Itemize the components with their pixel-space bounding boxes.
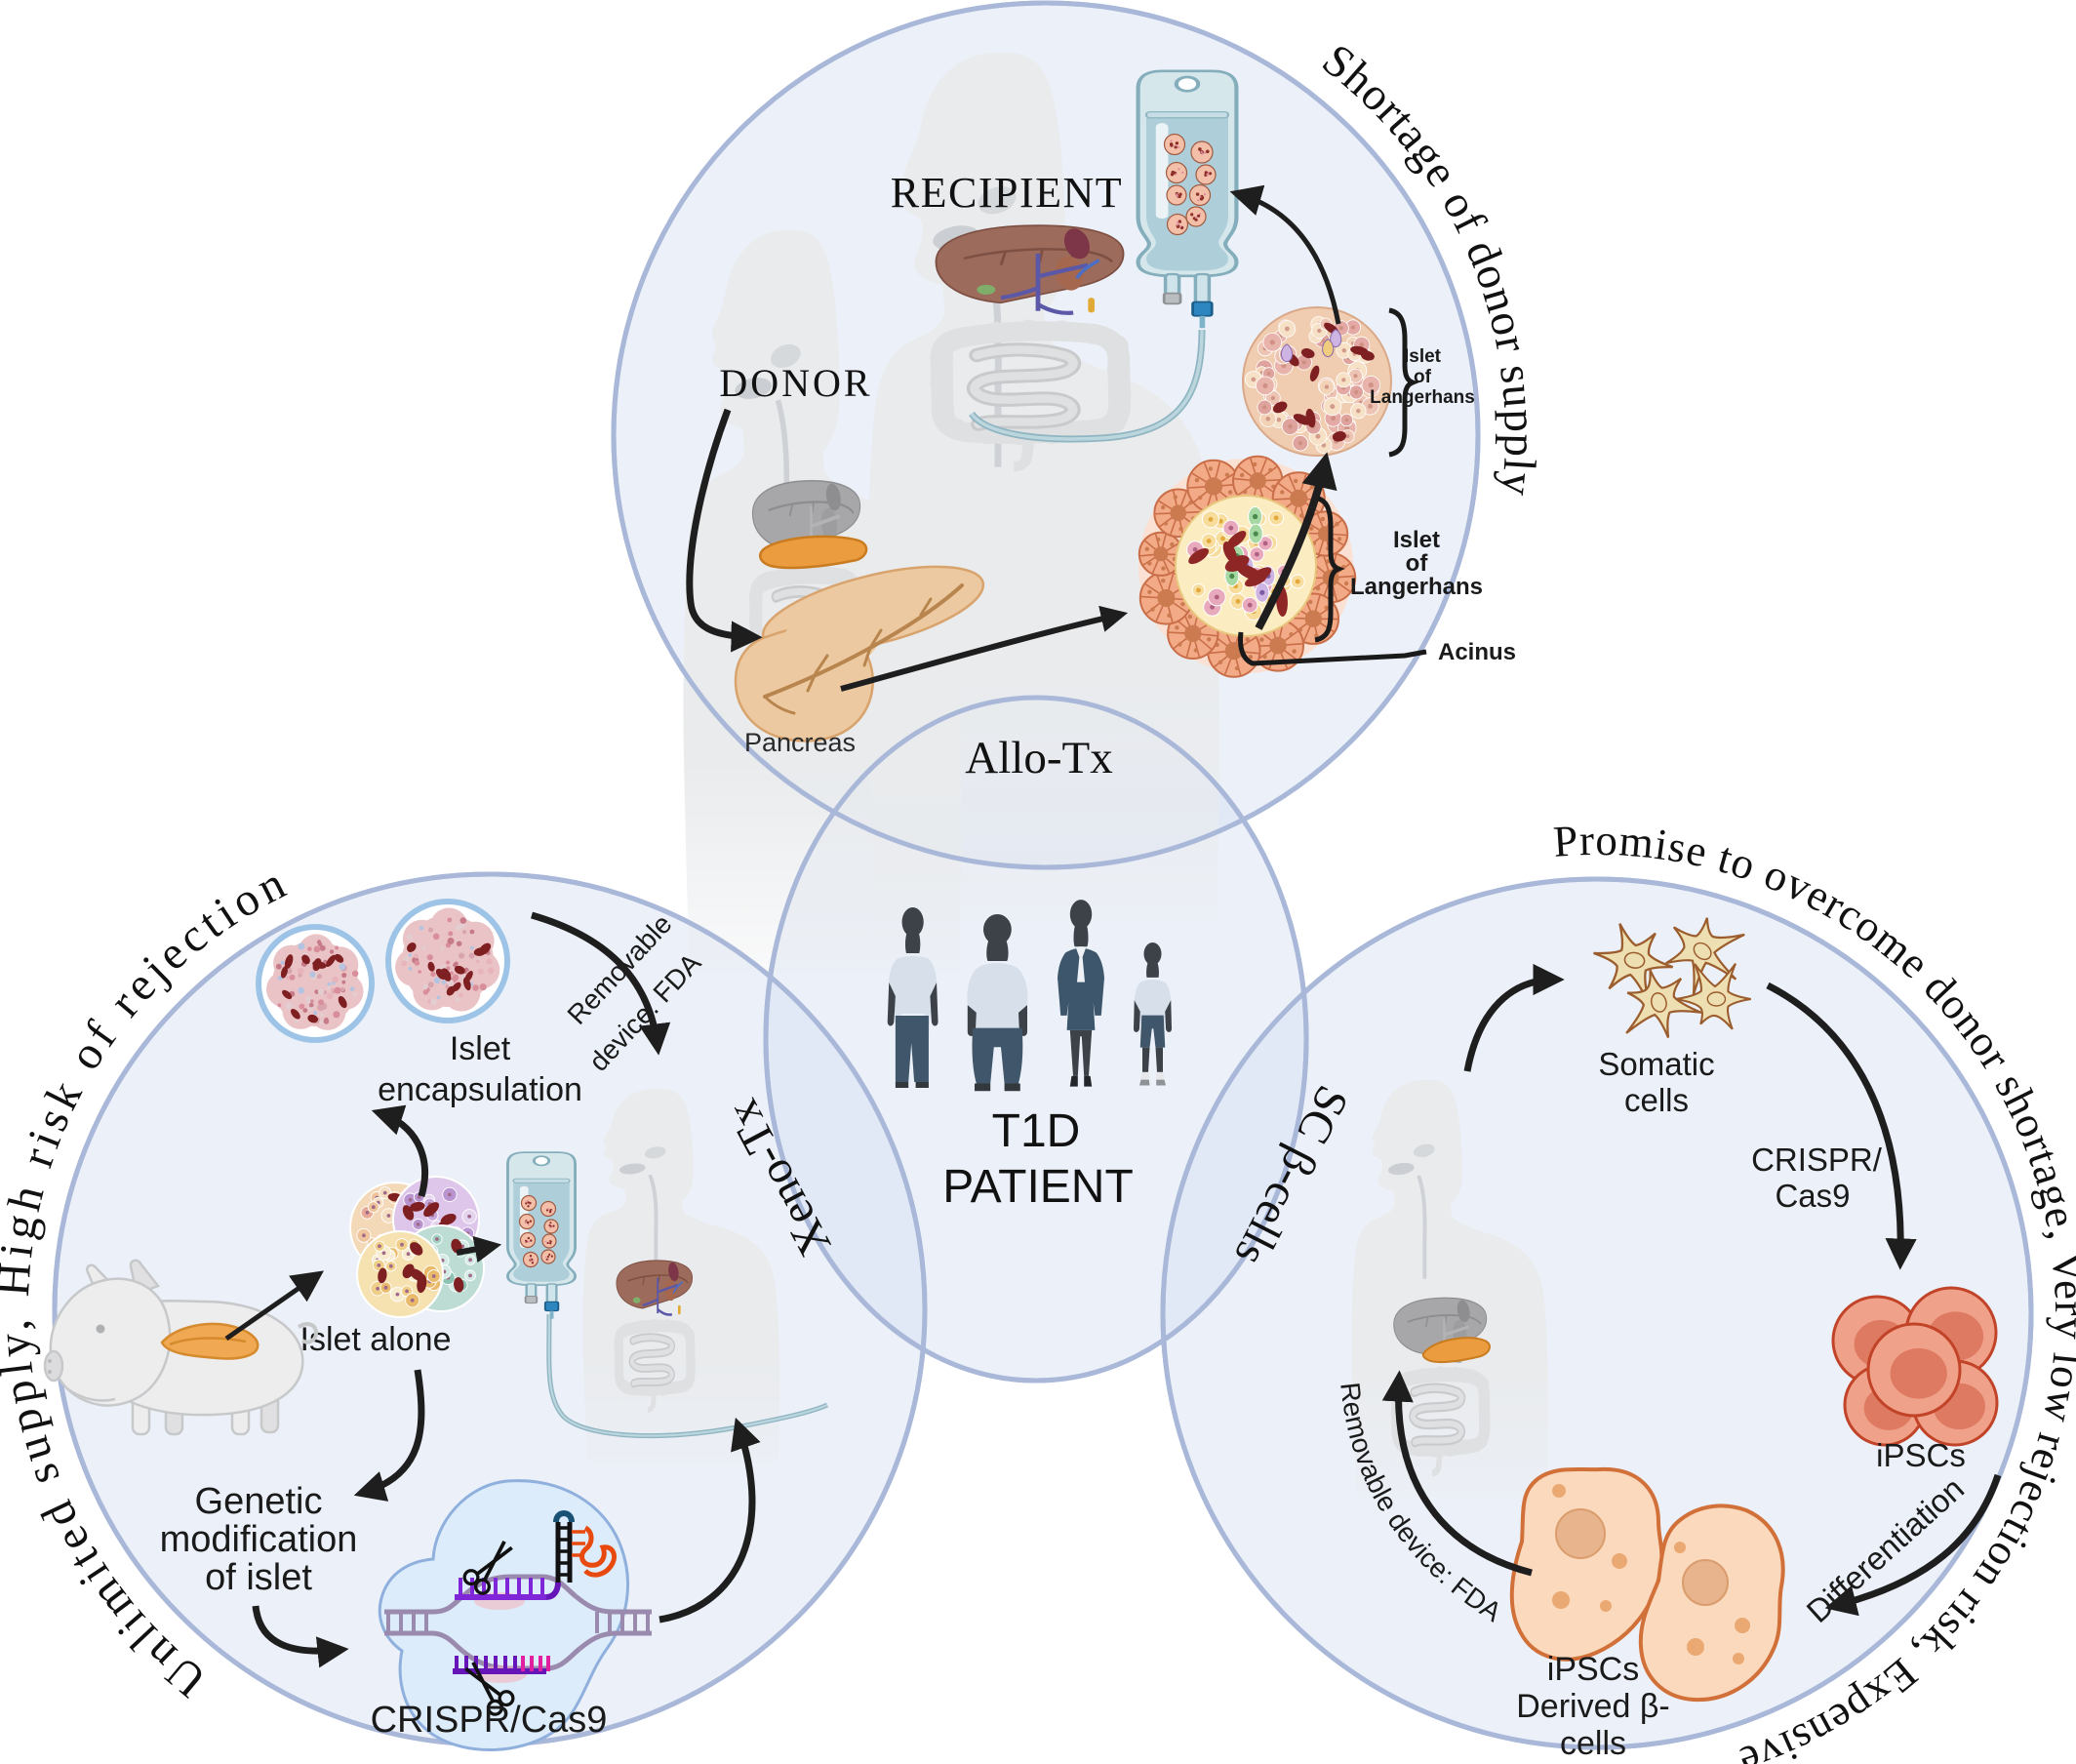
svg-text:Islet: Islet bbox=[450, 1030, 511, 1067]
svg-text:cells: cells bbox=[1560, 1725, 1626, 1762]
svg-text:Allo-Tx: Allo-Tx bbox=[965, 733, 1112, 783]
svg-text:of islet: of islet bbox=[205, 1557, 312, 1598]
svg-text:CRISPR/: CRISPR/ bbox=[1751, 1142, 1883, 1178]
svg-text:of: of bbox=[1406, 550, 1429, 577]
svg-text:Langerhans: Langerhans bbox=[1370, 387, 1475, 408]
svg-text:RECIPIENT: RECIPIENT bbox=[891, 169, 1123, 217]
svg-text:cells: cells bbox=[1624, 1082, 1689, 1118]
svg-text:DONOR: DONOR bbox=[719, 361, 872, 405]
svg-text:Somatic: Somatic bbox=[1598, 1046, 1714, 1082]
svg-text:Langerhans: Langerhans bbox=[1350, 574, 1483, 600]
svg-text:T1D: T1D bbox=[992, 1105, 1081, 1157]
svg-text:modification: modification bbox=[160, 1519, 358, 1560]
svg-text:Genetic: Genetic bbox=[195, 1481, 323, 1522]
svg-text:Islet: Islet bbox=[1393, 527, 1440, 553]
svg-text:iPSCs: iPSCs bbox=[1547, 1651, 1639, 1688]
svg-text:Pancreas: Pancreas bbox=[744, 728, 856, 757]
svg-text:Islet: Islet bbox=[1404, 346, 1442, 367]
svg-text:Derived β-: Derived β- bbox=[1516, 1688, 1669, 1725]
svg-text:iPSCs: iPSCs bbox=[1876, 1437, 1966, 1473]
svg-text:Cas9: Cas9 bbox=[1775, 1178, 1850, 1214]
svg-text:CRISPR/Cas9: CRISPR/Cas9 bbox=[371, 1700, 608, 1741]
svg-text:of: of bbox=[1414, 367, 1432, 387]
svg-text:PATIENT: PATIENT bbox=[942, 1161, 1134, 1213]
svg-text:encapsulation: encapsulation bbox=[378, 1071, 582, 1108]
svg-text:Acinus: Acinus bbox=[1438, 639, 1516, 665]
svg-text:Islet alone: Islet alone bbox=[300, 1321, 452, 1358]
